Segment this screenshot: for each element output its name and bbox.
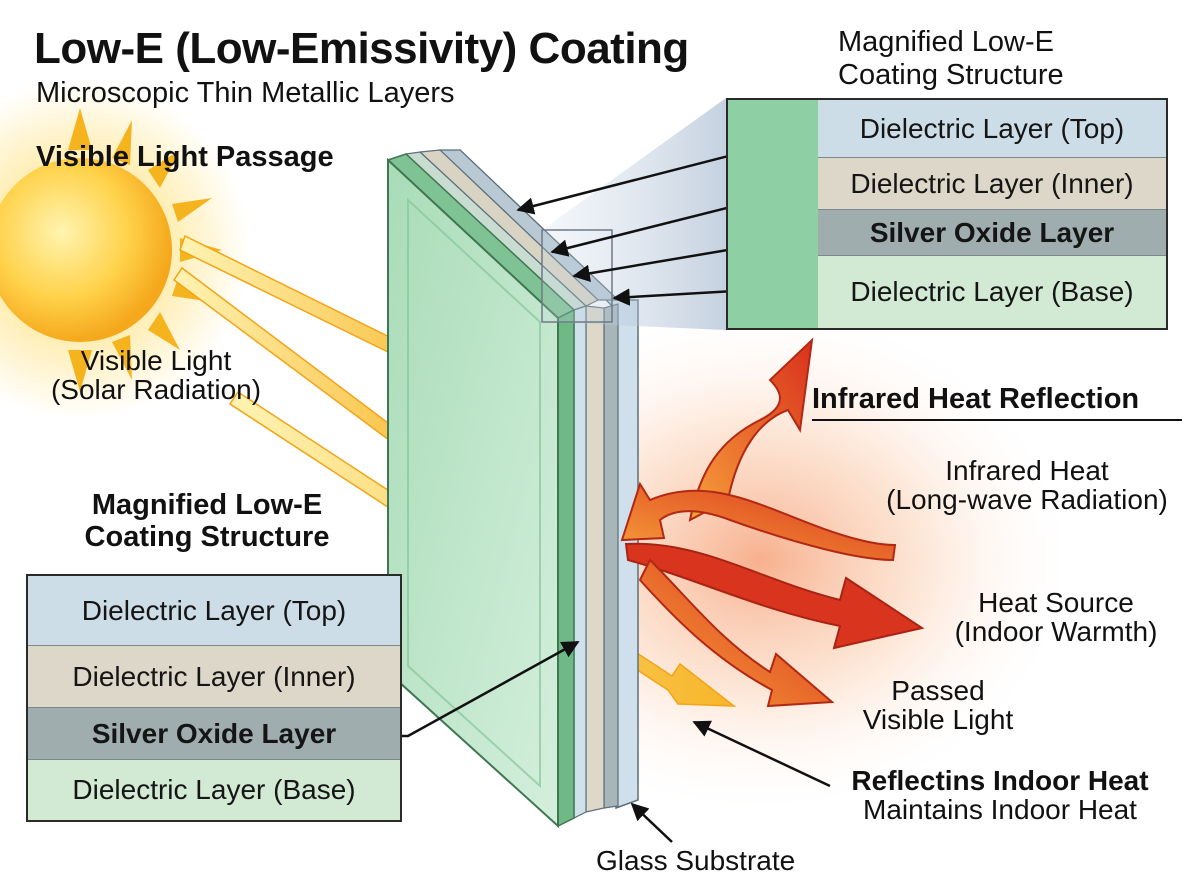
bottom-layer-silver-oxide: Silver Oxide Layer — [28, 708, 400, 760]
page-subtitle: Microscopic Thin Metallic Layers — [36, 77, 455, 109]
reflect-indoor-heat-label: Reflectins Indoor Heat Maintains Indoor … — [851, 765, 1149, 826]
glass-substrate-label: Glass Substrate — [596, 845, 796, 876]
heat-arrow-down — [638, 558, 835, 708]
visible-light-label: Visible Light (Solar Radiation) — [50, 345, 262, 406]
pane-layer-silver — [603, 303, 619, 809]
passed-light-label: Passed Visible Light — [862, 675, 1014, 736]
glass-edge — [557, 308, 575, 828]
top-box-glass-strip — [728, 100, 820, 328]
bottom-layer-dielectric-base: Dielectric Layer (Base) — [28, 760, 400, 820]
bottom-magnified-heading: Magnified Low-E Coating Structure — [84, 489, 330, 553]
glass-face — [387, 157, 559, 829]
glass-substrate-arrow — [630, 802, 673, 843]
heat-arrow-up — [688, 337, 814, 522]
top-layer-dielectric-inner: Dielectric Layer (Inner) — [818, 158, 1166, 210]
top-layer-dielectric-top: Dielectric Layer (Top) — [818, 100, 1166, 158]
page-title: Low-E (Low-Emissivity) Coating — [34, 24, 689, 73]
infrared-heat-label: Infrared Heat (Long-wave Radiation) — [886, 455, 1168, 516]
bottom-layer-dielectric-top: Dielectric Layer (Top) — [28, 576, 400, 646]
top-magnified-box: Dielectric Layer (Top) Dielectric Layer … — [726, 98, 1168, 330]
pane-layer-inner — [585, 305, 605, 813]
visible-light-heading: Visible Light Passage — [36, 141, 334, 173]
heat-arrow-reflect — [620, 481, 897, 562]
top-magnified-heading: Magnified Low-E Coating Structure — [838, 26, 1064, 92]
bottom-magnified-box: Dielectric Layer (Top) Dielectric Layer … — [26, 574, 402, 822]
heat-arrow-source — [624, 542, 925, 650]
bottom-layer-dielectric-inner: Dielectric Layer (Inner) — [28, 646, 400, 708]
heat-source-label: Heat Source (Indoor Warmth) — [954, 587, 1158, 648]
sun-beam-3 — [228, 390, 737, 707]
top-layer-dielectric-base: Dielectric Layer (Base) — [818, 256, 1166, 328]
infrared-heat-arrows — [620, 337, 925, 708]
pane-layer-top — [573, 305, 587, 819]
top-layer-silver-oxide: Silver Oxide Layer — [818, 210, 1166, 256]
infrared-heading: Infrared Heat Reflection — [812, 383, 1140, 415]
reflect-arrow — [692, 720, 831, 788]
